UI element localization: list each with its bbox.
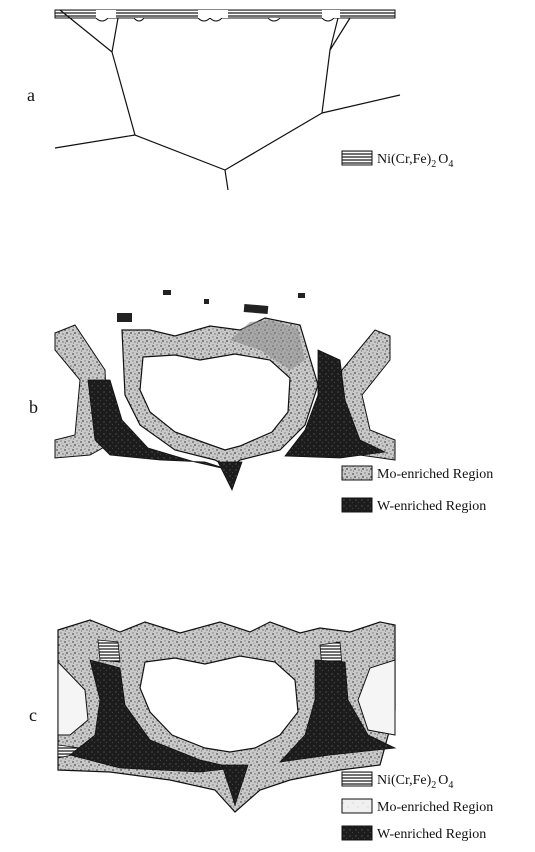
legend-swatch-w-b [342,498,372,512]
legend-label-w-c: W-enriched Region [377,827,486,842]
oxide-particles-b [117,290,305,322]
legend-swatch-nicrfe2o4 [342,151,372,165]
legend-label-mo-c: Mo-enriched Region [377,800,493,815]
legend-swatch-mo-c [342,799,372,813]
legend-swatch-mo-b [342,466,372,480]
legend-swatch-nicrfe2o4-c [342,772,372,786]
oxide-strip-a [55,10,395,21]
panel-b: b Mo-enriched Region [29,290,493,514]
legend-swatch-w-c [342,826,372,840]
legend-label-w-b: W-enriched Region [377,499,486,514]
panel-label-c: c [29,705,37,725]
legend-label-mo-b: Mo-enriched Region [377,467,493,482]
panel-label-a: a [27,85,35,105]
legend-b: Mo-enriched Region W-enriched Region [342,466,493,514]
panel-label-b: b [29,397,38,417]
